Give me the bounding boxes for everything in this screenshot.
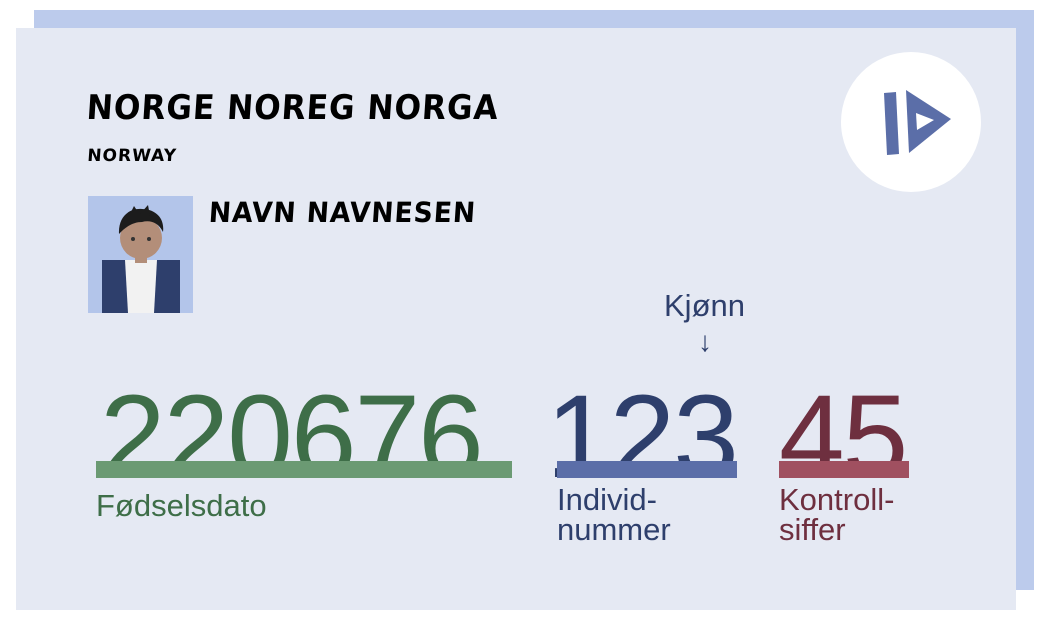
birth-date-label: Fødselsdato (96, 488, 267, 523)
id-logo-icon (841, 52, 981, 192)
individual-number-label-line1: Individ- (557, 482, 657, 517)
individual-number-digits: 123 (546, 371, 739, 503)
id-card: NORGE NOREG NORGA NORWAY NAVN NAVNESEN K… (16, 28, 1016, 610)
holder-name: NAVN NAVNESEN (207, 196, 478, 229)
check-digits-underline (779, 461, 909, 478)
country-title: NORGE NOREG NORGA (85, 88, 500, 128)
birth-date-digits: 220676 (100, 371, 484, 503)
individual-number-underline (557, 461, 737, 478)
check-digits-label: Kontroll- siffer (779, 482, 895, 547)
country-english: NORWAY (86, 146, 178, 166)
person-avatar-icon (88, 196, 193, 313)
check-digits: 45 (779, 371, 908, 503)
birth-date-underline (96, 461, 512, 478)
individual-number-label: Individ- nummer (557, 482, 671, 547)
check-digits-label-line1: Kontroll- (779, 482, 895, 517)
gender-arrow-icon: ↓ (698, 326, 712, 357)
individual-number-label-line2: nummer (557, 512, 671, 547)
gender-label: Kjønn (664, 288, 745, 323)
check-digits-label-line2: siffer (779, 512, 846, 547)
